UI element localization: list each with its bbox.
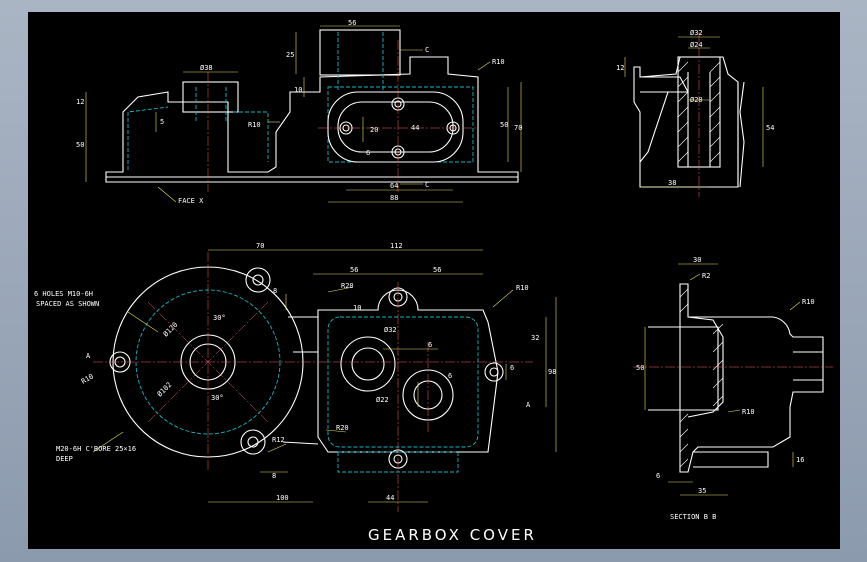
dim-44-plan: 44: [386, 494, 394, 502]
dim-6-b: 6: [448, 372, 452, 380]
dim-6-c: 6: [510, 364, 514, 372]
dim-56-b: 56: [433, 266, 441, 274]
dim-r10-lug: R10: [80, 372, 95, 385]
section-bb: 30 R2 R10 50 R10 16 6 35 SECTION B B: [633, 256, 833, 521]
drawing-sheet: 56 25 10 Ø38 12 5 50 R10 C C R10 20 44 6…: [28, 12, 840, 549]
dim-dia102: Ø102: [156, 381, 174, 399]
dim-5: 5: [160, 118, 164, 126]
dim-64: 64: [390, 182, 398, 190]
dim-r12: R12: [272, 436, 285, 444]
dim-r10-left: R10: [248, 121, 261, 129]
dim-dia32-plan: Ø32: [384, 326, 397, 334]
dim-50-right: 50: [500, 121, 508, 129]
dim-r20-bottom: R20: [336, 424, 349, 432]
side-elevation: Ø32 Ø24 12 Ø20 54 38: [616, 29, 774, 197]
dim-44: 44: [411, 124, 419, 132]
dim-r2: R2: [702, 272, 710, 280]
dim-30-section: 30: [693, 256, 701, 264]
drawing-title: GEARBOX COVER: [368, 526, 537, 544]
dim-12: 12: [76, 98, 84, 106]
dim-16: 16: [796, 456, 804, 464]
dim-56: 56: [348, 19, 356, 27]
dim-10: 10: [294, 86, 302, 94]
dim-88: 88: [390, 194, 398, 202]
dim-25: 25: [286, 51, 294, 59]
note-cbore: M20-6H C'BORE 25×16: [56, 445, 136, 453]
plan-view: 70 112 56 56 R20 R10 6 HOLES M10-6H SPAC…: [34, 242, 556, 512]
dim-8-bottom: 8: [272, 472, 276, 480]
front-elevation: 56 25 10 Ø38 12 5 50 R10 C C R10 20 44 6…: [76, 19, 522, 205]
dim-98: 98: [548, 368, 556, 376]
dim-dia20: Ø20: [690, 96, 703, 104]
note-spaced: SPACED AS SHOWN: [36, 300, 99, 308]
dim-dia32: Ø32: [690, 29, 703, 37]
dim-20: 20: [370, 126, 378, 134]
dim-30deg-bottom: 30°: [211, 394, 224, 402]
dim-70: 70: [514, 124, 522, 132]
dim-38: 38: [668, 179, 676, 187]
dim-8-top: 8: [273, 287, 277, 295]
dim-dia120: Ø120: [162, 321, 180, 339]
note-6-holes: 6 HOLES M10-6H: [34, 290, 93, 298]
dim-12-side: 12: [616, 64, 624, 72]
face-x-label: FACE X: [178, 197, 204, 205]
dim-6: 6: [366, 149, 370, 157]
dim-54: 54: [766, 124, 774, 132]
dim-50-left: 50: [76, 141, 84, 149]
dim-dia38: Ø38: [200, 64, 213, 72]
section-c-bottom: C: [425, 181, 429, 189]
section-a-left: A: [86, 352, 91, 360]
section-c-top: C: [425, 46, 429, 54]
section-title: SECTION B B: [670, 513, 716, 521]
gearbox-drawing: 56 25 10 Ø38 12 5 50 R10 C C R10 20 44 6…: [34, 19, 833, 544]
dim-32-plan: 32: [531, 334, 539, 342]
dim-50-section: 50: [636, 364, 644, 372]
dim-10-plan: 10: [353, 304, 361, 312]
dim-100: 100: [276, 494, 289, 502]
dim-r10-plan: R10: [516, 284, 529, 292]
dim-30deg-top: 30°: [213, 314, 226, 322]
dim-6-section: 6: [656, 472, 660, 480]
dim-56-a: 56: [350, 266, 358, 274]
dim-112: 112: [390, 242, 403, 250]
dim-70-plan: 70: [256, 242, 264, 250]
side-hatch: [677, 61, 721, 163]
dim-r10-right: R10: [492, 58, 505, 66]
dim-dia24: Ø24: [690, 41, 703, 49]
dim-r10-section-bottom: R10: [742, 408, 755, 416]
dim-dia22: Ø22: [376, 396, 389, 404]
note-deep: DEEP: [56, 455, 73, 463]
dim-6-a: 6: [428, 341, 432, 349]
dim-35: 35: [698, 487, 706, 495]
dim-r10-section-top: R10: [802, 298, 815, 306]
dim-r20-top: R20: [341, 282, 354, 290]
section-a-right: A: [526, 401, 531, 409]
section-hatch: [679, 288, 724, 468]
